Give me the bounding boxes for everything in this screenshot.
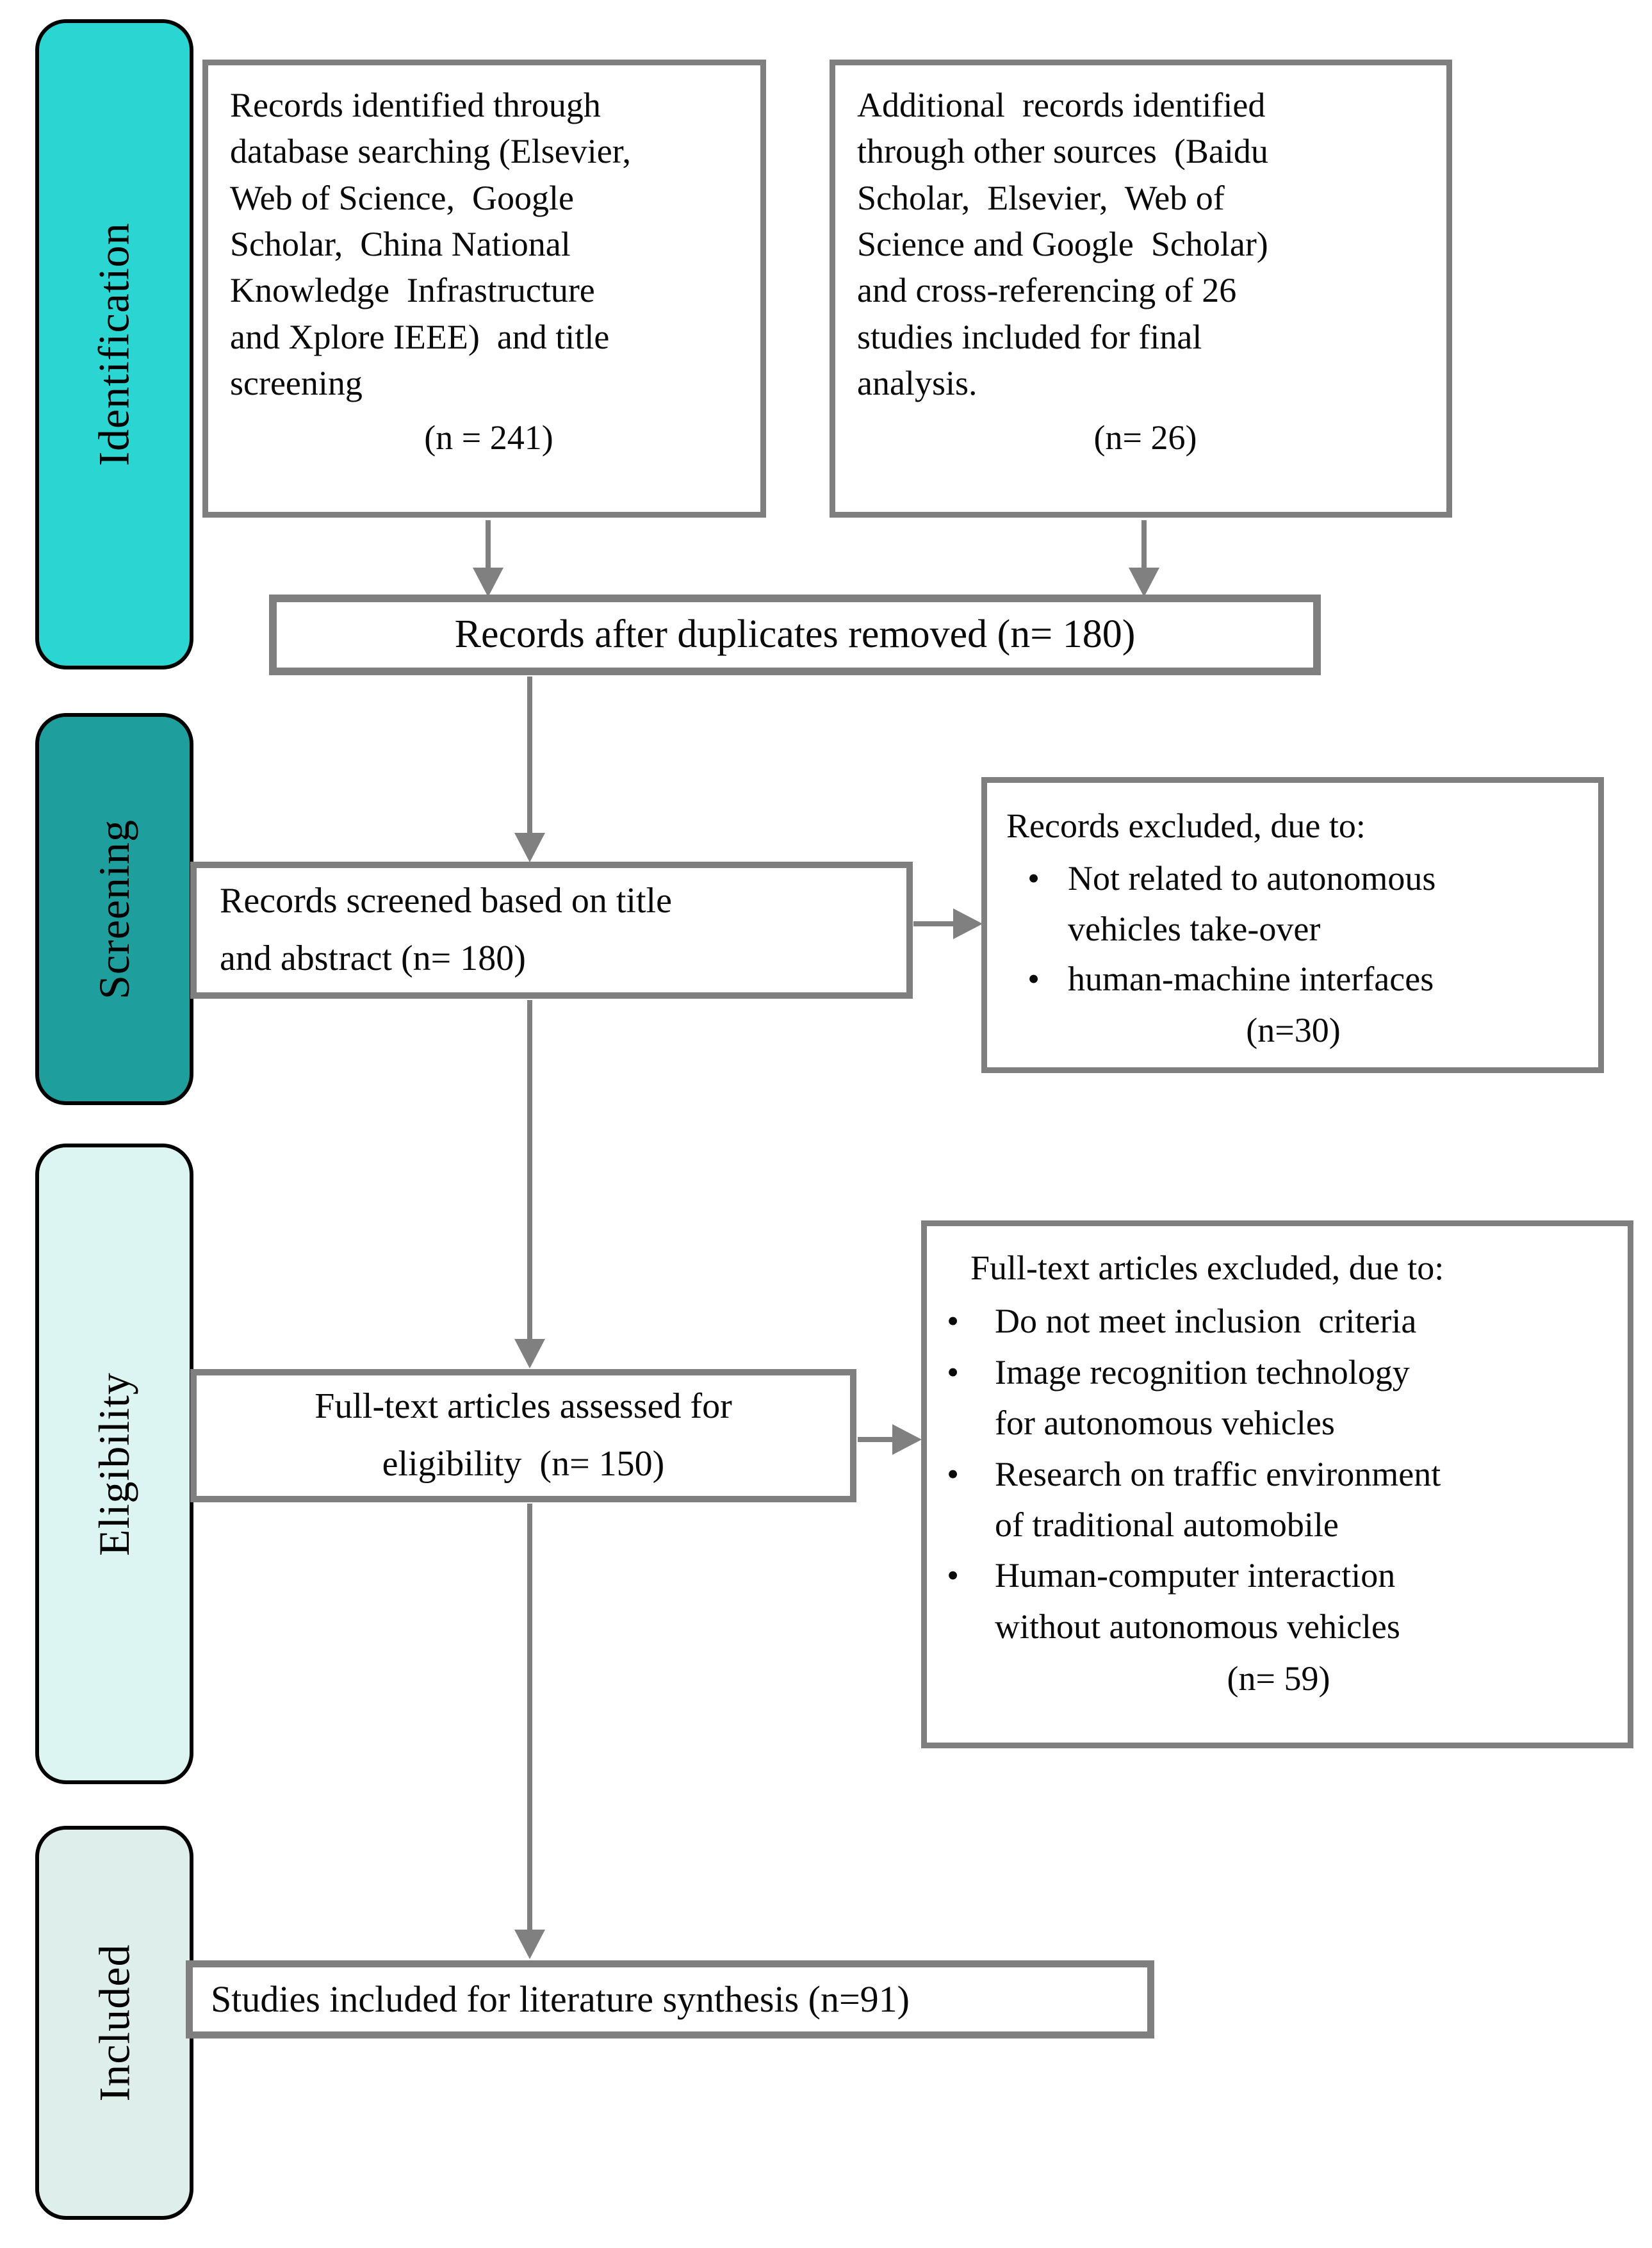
stage-label-identification: Identification <box>90 222 139 466</box>
box-records-screened: Records screened based on title and abst… <box>190 862 913 999</box>
stage-bar-eligibility: Eligibility <box>35 1144 193 1784</box>
arrowhead-down-icon <box>514 1930 545 1959</box>
arrowhead-down-icon <box>1129 568 1159 597</box>
records-identified-text: Records identified through database sear… <box>230 86 632 403</box>
list-item: • Image recognition technology for auton… <box>937 1347 1620 1449</box>
box-duplicates-removed: Records after duplicates removed (n= 180… <box>269 595 1321 675</box>
list-item: • Human-computer interaction without aut… <box>937 1550 1620 1652</box>
studies-included-text: Studies included for literature synthesi… <box>211 1978 910 2021</box>
fulltext-excluded-title: Full-text articles excluded, due to: <box>970 1249 1444 1287</box>
records-excluded-bullet-1: Not related to autonomous vehicles take-… <box>1068 859 1436 948</box>
bullet-icon: • <box>1027 859 1040 898</box>
fulltext-assessed-text: Full-text articles assessed for eligibil… <box>315 1386 732 1484</box>
box-records-identified: Records identified through database sear… <box>202 60 766 518</box>
arrow-screened-to-fulltext <box>527 1000 532 1341</box>
fulltext-excluded-bullet-4: Human-computer interaction without auton… <box>995 1556 1400 1646</box>
arrowhead-down-icon <box>514 1339 545 1368</box>
fulltext-excluded-bullet-3: Research on traffic environment of tradi… <box>995 1454 1441 1544</box>
fulltext-excluded-bullet-1: Do not meet inclusion criteria <box>995 1302 1417 1341</box>
list-item: • Research on traffic environment of tra… <box>937 1449 1620 1551</box>
arrowhead-down-icon <box>473 568 503 597</box>
stage-bar-included: Included <box>35 1826 193 2220</box>
records-identified-count: (n = 241) <box>424 418 553 457</box>
list-item: • Do not meet inclusion criteria <box>937 1296 1620 1347</box>
arrow-screened-to-excluded <box>913 921 956 926</box>
arrowhead-down-icon <box>514 833 545 862</box>
records-excluded-title: Records excluded, due to: <box>1006 807 1366 845</box>
arrowhead-right-icon <box>953 908 983 939</box>
additional-records-text: Additional records identified through ot… <box>857 86 1268 403</box>
additional-records-count: (n= 26) <box>1093 418 1197 457</box>
records-excluded-bullet-2: human-machine interfaces <box>1068 959 1434 998</box>
box-fulltext-excluded: Full-text articles excluded, due to: • D… <box>921 1220 1633 1748</box>
bullet-icon: • <box>947 1556 959 1595</box>
arrowhead-right-icon <box>892 1424 922 1455</box>
arrow-fulltext-to-included <box>527 1504 532 1932</box>
duplicates-removed-text: Records after duplicates removed (n= 180… <box>454 612 1136 657</box>
arrow-duplicates-to-screened <box>527 677 532 835</box>
arrow-fulltext-to-excluded <box>858 1437 894 1442</box>
box-fulltext-assessed: Full-text articles assessed for eligibil… <box>190 1369 856 1502</box>
bullet-icon: • <box>1027 959 1040 998</box>
arrow-additional-to-duplicates <box>1141 520 1147 570</box>
records-excluded-count: (n=30) <box>1246 1011 1341 1050</box>
fulltext-excluded-bullet-2: Image recognition technology for autonom… <box>995 1352 1410 1443</box>
box-records-excluded: Records excluded, due to: • Not related … <box>981 777 1604 1073</box>
stage-label-included: Included <box>90 1944 138 2102</box>
stage-bar-screening: Screening <box>35 713 193 1105</box>
stage-label-screening: Screening <box>90 819 138 999</box>
stage-bar-identification: Identification <box>35 19 193 669</box>
bullet-icon: • <box>947 1352 959 1391</box>
stage-label-eligibility: Eligibility <box>90 1372 139 1556</box>
box-studies-included: Studies included for literature synthesi… <box>186 1960 1154 2039</box>
fulltext-excluded-count: (n= 59) <box>1227 1659 1330 1698</box>
bullet-icon: • <box>947 1302 959 1341</box>
bullet-icon: • <box>947 1454 959 1493</box>
records-screened-text: Records screened based on title and abst… <box>220 881 672 978</box>
list-item: • human-machine interfaces <box>997 954 1589 1004</box>
box-additional-records: Additional records identified through ot… <box>830 60 1452 518</box>
list-item: • Not related to autonomous vehicles tak… <box>997 853 1589 954</box>
arrow-identified-to-duplicates <box>486 520 491 570</box>
